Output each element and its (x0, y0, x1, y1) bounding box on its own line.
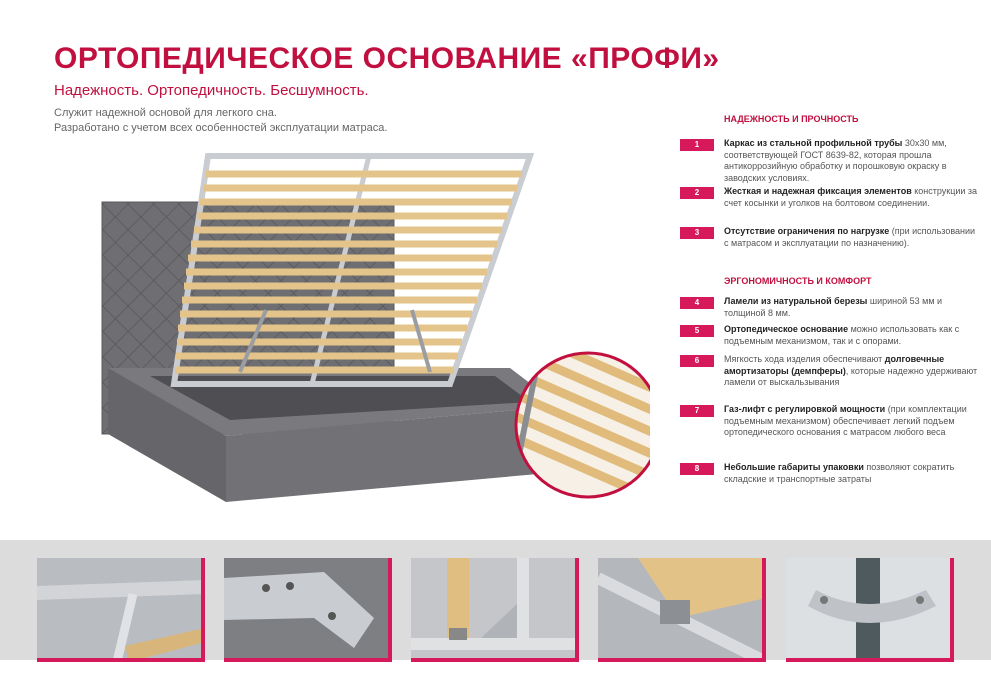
frame-corner-detail (37, 558, 205, 662)
intro-line-1: Служит надежной основой для легкого сна. (54, 107, 277, 119)
feature-text: Ламели из натуральной березы шириной 53 … (724, 296, 943, 318)
feature-number: 4 (680, 297, 714, 309)
feature-text: Отсутствие ограничения по нагрузке (при … (724, 226, 976, 248)
page-title: ОРТОПЕДИЧЕСКОЕ ОСНОВАНИЕ «ПРОФИ» (54, 42, 720, 75)
page-subtitle: Надежность. Ортопедичность. Бесшумность. (54, 82, 369, 99)
feature-number: 2 (680, 187, 714, 199)
detail-photo-strip (0, 540, 991, 662)
bed-illustration (101, 153, 650, 502)
feature-number: 7 (680, 405, 714, 417)
feature-text: Ортопедическое основание можно использов… (724, 324, 960, 346)
feature-number: 8 (680, 463, 714, 475)
gas-lift-bracket-detail (786, 558, 954, 662)
section-heading-ergonomics: ЭРГОНОМИЧНОСТЬ И КОМФОРТ (724, 276, 872, 286)
feature-number: 5 (680, 325, 714, 337)
feature-text: Жесткая и надежная фиксация элементов ко… (724, 186, 978, 208)
damper-detail (598, 558, 766, 662)
feature-text: Каркас из стальной профильной трубы 30х3… (724, 138, 947, 183)
feature-number: 6 (680, 355, 714, 367)
section-heading-reliability: НАДЕЖНОСТЬ И ПРОЧНОСТЬ (724, 114, 859, 124)
slat-holder-detail (411, 558, 579, 662)
bolt-gusset-detail (224, 558, 392, 662)
intro-line-2: Разработано с учетом всех особенностей э… (54, 122, 388, 134)
intro-text: Служит надежной основой для легкого сна.… (54, 106, 387, 136)
feature-text: Мягкость хода изделия обеспечивают долго… (724, 354, 978, 387)
feature-text: Газ-лифт с регулировкой мощности (при ко… (724, 404, 967, 437)
feature-text: Небольшие габариты упаковки позволяют со… (724, 462, 955, 484)
feature-number: 3 (680, 227, 714, 239)
feature-number: 1 (680, 139, 714, 151)
